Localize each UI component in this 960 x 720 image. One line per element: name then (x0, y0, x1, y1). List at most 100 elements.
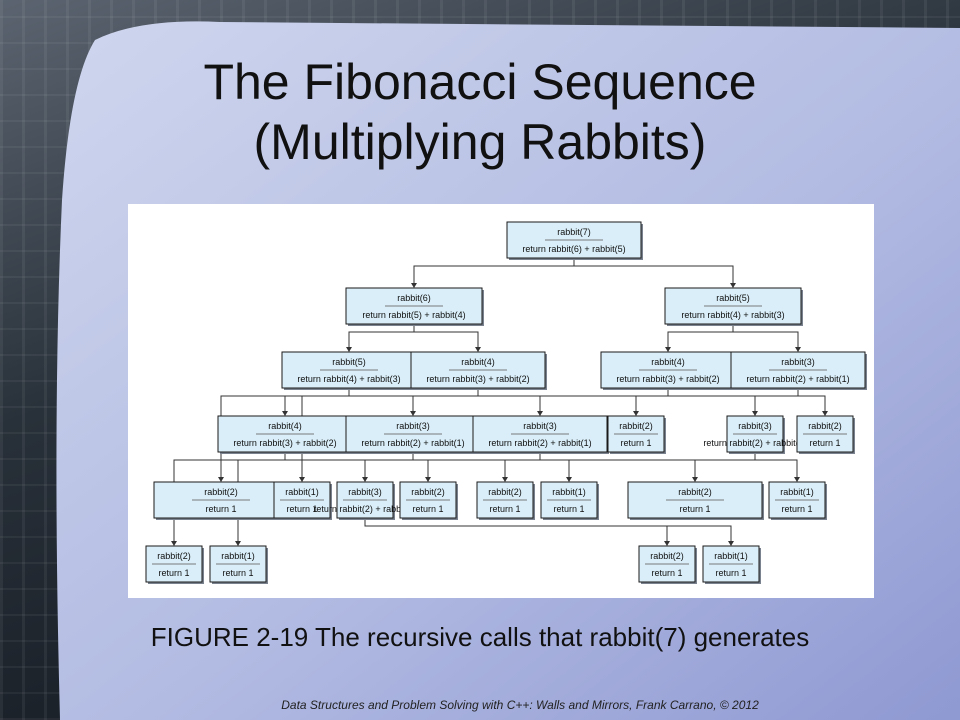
call-edge-arrowhead-8 (537, 411, 543, 416)
call-node-return: return rabbit(2) + rabbit(1) (313, 504, 416, 514)
call-node-return: return 1 (651, 568, 682, 578)
call-edge-19 (539, 452, 798, 479)
call-edge-arrowhead-1 (730, 283, 736, 288)
call-edge-6 (284, 388, 350, 413)
call-node-label: rabbit(3) (738, 421, 772, 431)
call-edge-arrowhead-12 (218, 477, 224, 482)
call-node-label: rabbit(3) (396, 421, 430, 431)
call-node-5: rabbit(4) return rabbit(3) + rabbit(2) (600, 351, 737, 390)
call-edge-arrowhead-13 (299, 477, 305, 482)
call-node-return: return rabbit(6) + rabbit(5) (522, 244, 625, 254)
call-edge-arrowhead-21 (235, 541, 241, 546)
call-node-return: return 1 (620, 438, 651, 448)
call-edge-arrowhead-16 (502, 477, 508, 482)
call-edge-23 (364, 518, 732, 543)
call-edge-arrowhead-7 (410, 411, 416, 416)
call-node-label: rabbit(4) (651, 357, 685, 367)
call-node-return: return rabbit(2) + rabbit(1) (703, 438, 806, 448)
call-edge-arrowhead-10 (752, 411, 758, 416)
call-node-return: return 1 (781, 504, 812, 514)
call-edge-arrowhead-9 (633, 411, 639, 416)
call-node-label: rabbit(2) (650, 551, 684, 561)
call-node-return: return rabbit(3) + rabbit(2) (426, 374, 529, 384)
call-edge-arrowhead-15 (425, 477, 431, 482)
call-node-return: return rabbit(4) + rabbit(3) (297, 374, 400, 384)
call-node-label: rabbit(3) (781, 357, 815, 367)
call-edge-arrowhead-5 (795, 347, 801, 352)
call-node-23: rabbit(2) return 1 (638, 545, 697, 584)
call-node-19: rabbit(2) return 1 (627, 481, 764, 520)
title-line-2: (Multiplying Rabbits) (253, 114, 707, 170)
recursion-tree-svg: rabbit(7) return rabbit(6) + rabbit(5) rab… (145, 221, 867, 584)
call-edge-7 (348, 388, 414, 413)
call-node-1: rabbit(6) return rabbit(5) + rabbit(4) (345, 287, 484, 326)
call-node-return: return rabbit(3) + rabbit(2) (616, 374, 719, 384)
call-node-7: rabbit(4) return rabbit(3) + rabbit(2) (217, 415, 354, 454)
call-node-16: rabbit(2)return 1 (399, 481, 458, 520)
call-node-4: rabbit(4) return rabbit(3) + rabbit(2) (410, 351, 547, 390)
call-edge-18 (539, 452, 696, 479)
call-node-label: rabbit(2) (204, 487, 238, 497)
call-node-label: rabbit(1) (552, 487, 586, 497)
call-edge-2 (348, 324, 415, 349)
call-edge-8 (477, 388, 541, 413)
call-node-18: rabbit(1)return 1 (540, 481, 599, 520)
call-node-12: rabbit(2) return 1 (796, 415, 855, 454)
call-edge-arrowhead-3 (475, 347, 481, 352)
call-node-return: return 1 (205, 504, 236, 514)
call-node-label: rabbit(5) (716, 293, 750, 303)
call-node-return: return 1 (489, 504, 520, 514)
call-edge-arrowhead-17 (566, 477, 572, 482)
call-edge-arrowhead-11 (822, 411, 828, 416)
call-node-24: rabbit(1)return 1 (702, 545, 761, 584)
call-node-return: return 1 (286, 504, 317, 514)
slide-title: The Fibonacci Sequence (Multiplying Rabb… (60, 52, 900, 172)
call-node-label: rabbit(1) (714, 551, 748, 561)
footer-credit: Data Structures and Problem Solving with… (281, 698, 759, 712)
call-edge-arrowhead-18 (692, 477, 698, 482)
call-node-label: rabbit(4) (461, 357, 495, 367)
call-node-6: rabbit(3)return rabbit(2) + rabbit(1) (730, 351, 867, 390)
call-edge-3 (413, 324, 479, 349)
call-edge-10 (667, 388, 756, 413)
call-edge-arrowhead-20 (171, 541, 177, 546)
call-edge-arrowhead-0 (411, 283, 417, 288)
call-edge-14 (284, 452, 366, 479)
call-node-label: rabbit(5) (332, 357, 366, 367)
call-node-return: return rabbit(5) + rabbit(4) (362, 310, 465, 320)
call-edge-arrowhead-14 (362, 477, 368, 482)
call-node-label: rabbit(1) (285, 487, 319, 497)
call-node-label: rabbit(4) (268, 421, 302, 431)
call-node-return: return 1 (679, 504, 710, 514)
call-node-label: rabbit(2) (411, 487, 445, 497)
call-edge-arrowhead-22 (664, 541, 670, 546)
call-node-label: rabbit(1) (780, 487, 814, 497)
call-node-label: rabbit(2) (619, 421, 653, 431)
recursion-tree-diagram: rabbit(7) return rabbit(6) + rabbit(5) rab… (128, 204, 874, 598)
call-node-return: return rabbit(3) + rabbit(2) (233, 438, 336, 448)
call-node-label: rabbit(2) (808, 421, 842, 431)
call-node-14: rabbit(1) return 1 (273, 481, 332, 520)
call-node-17: rabbit(2)return 1 (476, 481, 535, 520)
call-node-label: rabbit(7) (557, 227, 591, 237)
call-node-label: rabbit(3) (523, 421, 557, 431)
call-node-return: return 1 (809, 438, 840, 448)
call-node-label: rabbit(2) (157, 551, 191, 561)
call-node-20: rabbit(1) return 1 (768, 481, 827, 520)
call-node-label: rabbit(6) (397, 293, 431, 303)
call-edge-arrowhead-19 (794, 477, 800, 482)
call-edge-4 (667, 324, 734, 349)
call-node-8: rabbit(3)return rabbit(2) + rabbit(1) (345, 415, 482, 454)
call-node-3: rabbit(5) return rabbit(4) + rabbit(3) (281, 351, 418, 390)
call-node-label: rabbit(3) (348, 487, 382, 497)
figure-caption: FIGURE 2-19 The recursive calls that rab… (150, 622, 810, 652)
call-node-label: rabbit(1) (221, 551, 255, 561)
call-edge-arrowhead-2 (346, 347, 352, 352)
call-node-label: rabbit(2) (678, 487, 712, 497)
call-node-22: rabbit(1)return 1 (209, 545, 268, 584)
call-edge-9 (477, 388, 637, 413)
call-edge-arrowhead-23 (728, 541, 734, 546)
call-node-21: rabbit(2)return 1 (145, 545, 204, 584)
call-edge-16 (412, 452, 506, 479)
call-edge-15 (284, 452, 429, 479)
